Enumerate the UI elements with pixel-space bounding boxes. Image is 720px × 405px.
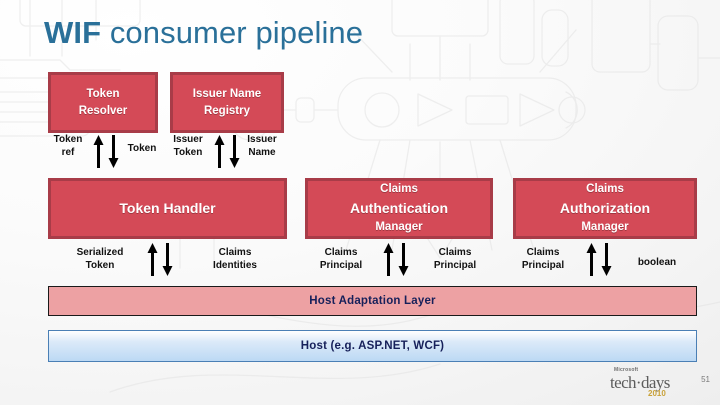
layer-bar-host[interactable]: Host (e.g. ASP.NET, WCF) [48, 330, 697, 362]
arrow-up-icon [214, 135, 225, 168]
claims-authentication-line-1: Claims [380, 183, 418, 195]
slide-title: WIF consumer pipeline [44, 14, 363, 52]
layer-bar-host-adaptation-layer[interactable]: Host Adaptation Layer [48, 286, 697, 316]
logo-techdays-wordmark: tech·days [610, 373, 670, 392]
connector-label-token-ref: Token ref [53, 134, 83, 158]
connector-label-claims-identities: Claims Identities [213, 247, 257, 271]
arrow-down-icon [229, 135, 240, 168]
arrow-up-icon [93, 135, 104, 168]
arrow-up-icon [586, 243, 597, 276]
claims-authorization-line-2: Authorization [559, 200, 651, 216]
claims-authorization-line-1: Claims [586, 183, 624, 195]
arrow-pair-claims-authorization [586, 242, 612, 276]
connector-label-issuer-name: Issuer Name [247, 134, 277, 158]
arrow-down-icon [601, 243, 612, 276]
connector-label-boolean: boolean [637, 257, 677, 268]
slide-number: 51 [701, 375, 710, 384]
arrow-down-icon [398, 243, 409, 276]
arrow-pair-issuer-name-registry [214, 134, 240, 168]
slide-title-rest: consumer pipeline [101, 15, 364, 50]
claims-authorization-line-3: Manager [581, 221, 629, 233]
slide-title-strong: WIF [44, 15, 102, 50]
arrow-down-icon [162, 243, 173, 276]
logo-year: 2010 [648, 389, 666, 398]
host-adaptation-layer-label: Host Adaptation Layer [309, 295, 436, 307]
connector-label-claims-principal-1: Claims Principal [319, 247, 363, 271]
arrow-pair-claims-authentication [383, 242, 409, 276]
token-resolver-line-1: Token [86, 87, 120, 100]
techdays-logo: Microsoft tech·days 2010 51 [602, 367, 712, 401]
connector-label-claims-principal-2: Claims Principal [433, 247, 477, 271]
arrow-pair-token-handler [147, 242, 173, 276]
issuer-name-registry-line-2: Registry [203, 104, 251, 117]
connector-label-serialized-token: Serialized Token [76, 247, 124, 271]
connector-label-issuer-token: Issuer Token [173, 134, 203, 158]
claims-authentication-line-2: Authentication [350, 200, 448, 216]
host-label: Host (e.g. ASP.NET, WCF) [300, 340, 445, 352]
claims-authentication-line-3: Manager [375, 221, 423, 233]
logo-microsoft-wordmark: Microsoft [614, 367, 639, 373]
arrow-up-icon [147, 243, 158, 276]
connector-label-token: Token [127, 143, 157, 154]
component-box-issuer-name-registry[interactable]: Issuer Name Registry [170, 72, 284, 133]
connector-label-claims-principal-3: Claims Principal [521, 247, 565, 271]
arrow-up-icon [383, 243, 394, 276]
issuer-name-registry-line-1: Issuer Name [192, 87, 262, 100]
arrow-pair-token-resolver [93, 134, 119, 168]
component-box-token-resolver[interactable]: Token Resolver [48, 72, 158, 133]
component-box-claims-authorization-manager[interactable]: Claims Authorization Manager [513, 178, 697, 239]
token-handler-line-1: Token Handler [119, 200, 216, 216]
arrow-down-icon [108, 135, 119, 168]
token-resolver-line-2: Resolver [78, 104, 128, 117]
component-box-claims-authentication-manager[interactable]: Claims Authentication Manager [305, 178, 493, 239]
component-box-token-handler[interactable]: Token Handler [48, 178, 287, 239]
